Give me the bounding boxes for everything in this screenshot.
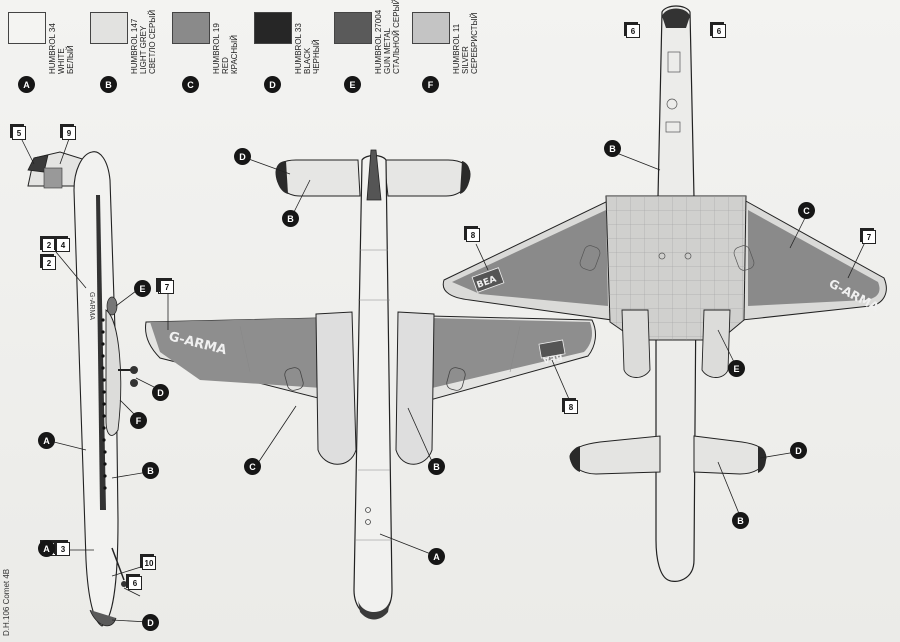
paint-tag-side: D [152,384,169,401]
decal-tag-side: 2 [42,256,56,270]
paint-swatch-c [172,12,210,44]
paint-tag-side: A [38,432,55,449]
nose-cone [89,609,117,627]
bottom-wing-red-right [748,210,880,306]
decal-tag-bottom: 8 [466,228,480,242]
decal-tag-side: 10 [142,556,156,570]
paint-swatch-d [254,12,292,44]
paint-tag-a: A [18,76,35,93]
wing-red-right [430,318,592,388]
paint-tag-top: C [244,458,261,475]
decal-tag-side: 9 [62,126,76,140]
paint-tag-bottom: C [798,202,815,219]
paint-tag-top: B [428,458,445,475]
fuselage-side [73,151,119,627]
paint-tag-side: E [134,280,151,297]
paint-tag-side: A [38,540,55,557]
paint-tag-bottom: B [604,140,621,157]
decal-tag-bottom: 6 [626,24,640,38]
paint-tag-c: C [182,76,199,93]
paint-tag-top: B [282,210,299,227]
fin-flag-decal [43,167,63,189]
paint-swatch-f [412,12,450,44]
wing-red-left [150,318,322,388]
paint-tag-bottom: B [732,512,749,529]
paint-swatch-e [334,12,372,44]
fuselage-top [353,154,393,619]
decal-tag-bottom: 8 [564,400,578,414]
paint-tag-bottom: D [790,442,807,459]
paint-tag-side: B [142,462,159,479]
paint-tag-side: D [142,614,159,631]
fin-tip-black [27,154,49,173]
side-view: G-ARMA [27,151,138,627]
top-airline: BEA [542,351,563,364]
svg-text:G-ARMA: G-ARMA [88,292,95,320]
paint-tag-d: D [264,76,281,93]
paint-tag-b: B [100,76,117,93]
paint-swatch-a [8,12,46,44]
cheatline [96,195,106,510]
decal-tag-side: 3 [56,542,70,556]
bottom-wing-red-left [452,210,608,306]
paint-tag-bottom: E [728,360,745,377]
decal-tag-side: 5 [12,126,26,140]
paint-tag-side: F [130,412,147,429]
top-view: G-ARMA BEA [145,149,596,620]
decal-tag-side: 4 [56,238,70,252]
bottom-view: BEA G-ARMA [442,5,887,582]
paint-tag-e: E [344,76,361,93]
decal-tag-bottom: 6 [712,24,726,38]
paint-tag-top: D [234,148,251,165]
decal-tag-side: 2 [42,238,56,252]
paint-tag-f: F [422,76,439,93]
paint-tag-top: A [428,548,445,565]
decal-tag-bottom: 7 [862,230,876,244]
decal-tag-top: 7 [160,280,174,294]
decal-tag-side: 6 [128,576,142,590]
paint-swatch-b [90,12,128,44]
